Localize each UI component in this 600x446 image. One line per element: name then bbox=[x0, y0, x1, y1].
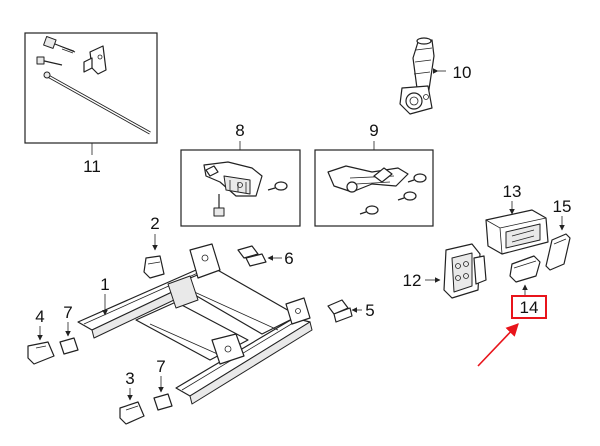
part-11-box bbox=[24, 32, 158, 144]
part-11-pin-drawing bbox=[36, 56, 63, 66]
highlight-box bbox=[511, 295, 547, 319]
callout-3: 3 bbox=[125, 369, 134, 388]
part-11-rod-drawing bbox=[43, 71, 151, 135]
highlight-arrow bbox=[477, 323, 519, 367]
callout-9: 9 bbox=[369, 121, 378, 140]
callout-15: 15 bbox=[553, 197, 572, 216]
part-10-motor bbox=[399, 37, 446, 115]
callout-1: 1 bbox=[100, 275, 109, 294]
part-2-bumper bbox=[143, 234, 165, 279]
part-12-switch bbox=[425, 243, 487, 299]
callout-11: 11 bbox=[83, 157, 101, 176]
part-11-bracket-drawing bbox=[83, 45, 107, 75]
part-5-clip bbox=[327, 299, 362, 323]
part-15-cover bbox=[545, 216, 571, 271]
callout-4: 4 bbox=[35, 307, 44, 326]
part-4-cap bbox=[27, 326, 55, 365]
part-11-bolt-drawing bbox=[43, 36, 76, 54]
callout-8: 8 bbox=[235, 121, 244, 140]
callout-14: 14 bbox=[520, 298, 539, 317]
part-8-group bbox=[180, 141, 301, 227]
part-14-knob bbox=[509, 255, 541, 296]
callout-6: 6 bbox=[284, 249, 293, 268]
part-3-cap bbox=[119, 388, 145, 425]
part-7a-cap bbox=[59, 322, 79, 355]
part-11-group bbox=[24, 32, 158, 155]
part-13-module bbox=[485, 201, 549, 255]
part-6-clip bbox=[237, 245, 282, 267]
part-9-box bbox=[314, 149, 434, 227]
callout-5: 5 bbox=[365, 301, 374, 320]
callout-10: 10 bbox=[453, 63, 472, 82]
callout-7a: 7 bbox=[63, 303, 72, 322]
part-1-seat-track bbox=[77, 243, 313, 405]
callout-7b: 7 bbox=[156, 357, 165, 376]
part-9-group bbox=[314, 141, 434, 227]
callout-13: 13 bbox=[503, 182, 522, 201]
part-8-box bbox=[180, 149, 301, 227]
part-7b-cap bbox=[153, 376, 173, 411]
callout-12: 12 bbox=[403, 271, 422, 290]
callout-2: 2 bbox=[150, 214, 159, 233]
